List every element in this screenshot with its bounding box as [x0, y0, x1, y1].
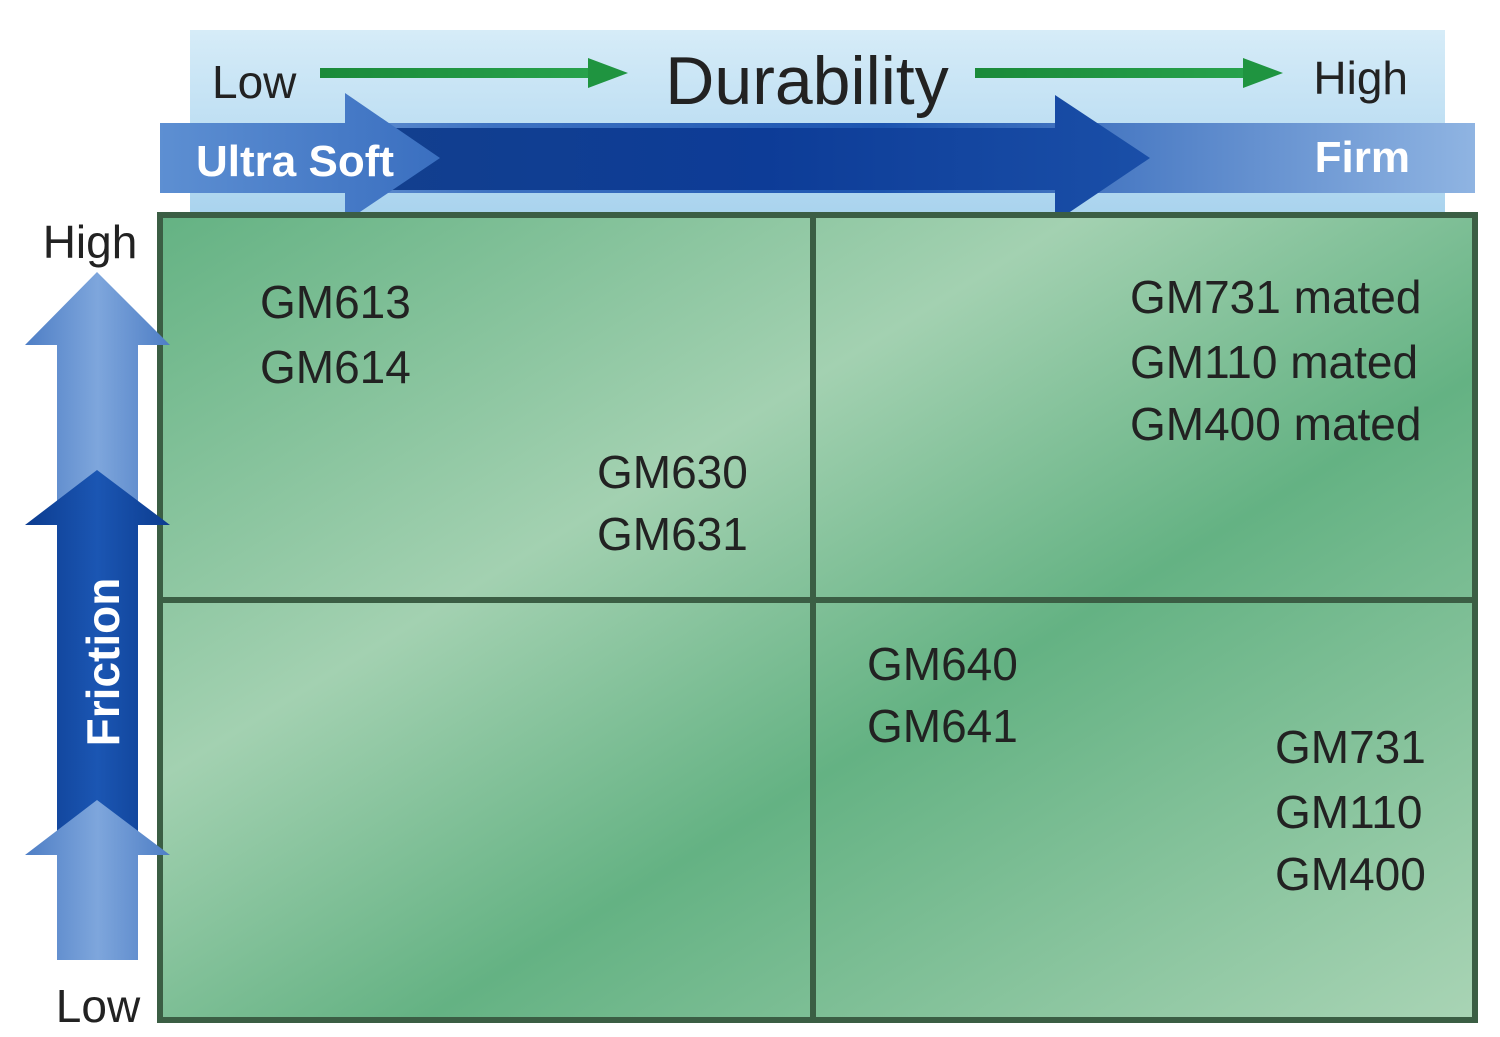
friction-low-label: Low	[56, 980, 141, 1032]
product-label: GM110	[1275, 786, 1422, 838]
big-blue-arrow-icon	[380, 95, 1150, 222]
quadrant-top-right: GM731 mated GM110 mated GM400 mated	[1130, 271, 1421, 450]
small-blue-arrow-icon	[160, 93, 440, 222]
green-arrow-left-icon	[320, 58, 628, 88]
product-label: GM400 mated	[1130, 398, 1421, 450]
grid-background	[160, 215, 1475, 1020]
durability-high-label: High	[1313, 52, 1408, 104]
product-label: GM614	[260, 341, 411, 393]
quadrant-bottom-right: GM640 GM641 GM731 GM110 GM400	[867, 638, 1426, 900]
product-label: GM613	[260, 276, 411, 328]
hardness-firm-label: Firm	[1315, 133, 1410, 182]
product-label: GM400	[1275, 848, 1426, 900]
product-label: GM731	[1275, 721, 1426, 773]
durability-title: Durability	[665, 43, 948, 119]
hardness-soft-label: Ultra Soft	[196, 137, 394, 186]
hardness-band: Ultra Soft Firm	[160, 93, 1475, 222]
product-label: GM731 mated	[1130, 271, 1421, 323]
quadrant-top-left: GM613 GM614 GM630 GM631	[260, 276, 748, 560]
product-label: GM640	[867, 638, 1018, 690]
friction-high-label: High	[43, 216, 138, 268]
product-label: GM110 mated	[1130, 336, 1418, 388]
product-label: GM630	[597, 446, 748, 498]
friction-title: Friction	[77, 578, 129, 747]
product-label: GM641	[867, 700, 1018, 752]
durability-low-label: Low	[212, 56, 297, 108]
green-arrow-right-icon	[975, 58, 1283, 88]
quadrant-grid	[157, 212, 1478, 1023]
grid-border	[157, 212, 1478, 1023]
friction-axis: High Friction Low	[25, 216, 170, 1032]
product-label: GM631	[597, 508, 748, 560]
friction-bottom-arrow-icon	[25, 800, 170, 960]
